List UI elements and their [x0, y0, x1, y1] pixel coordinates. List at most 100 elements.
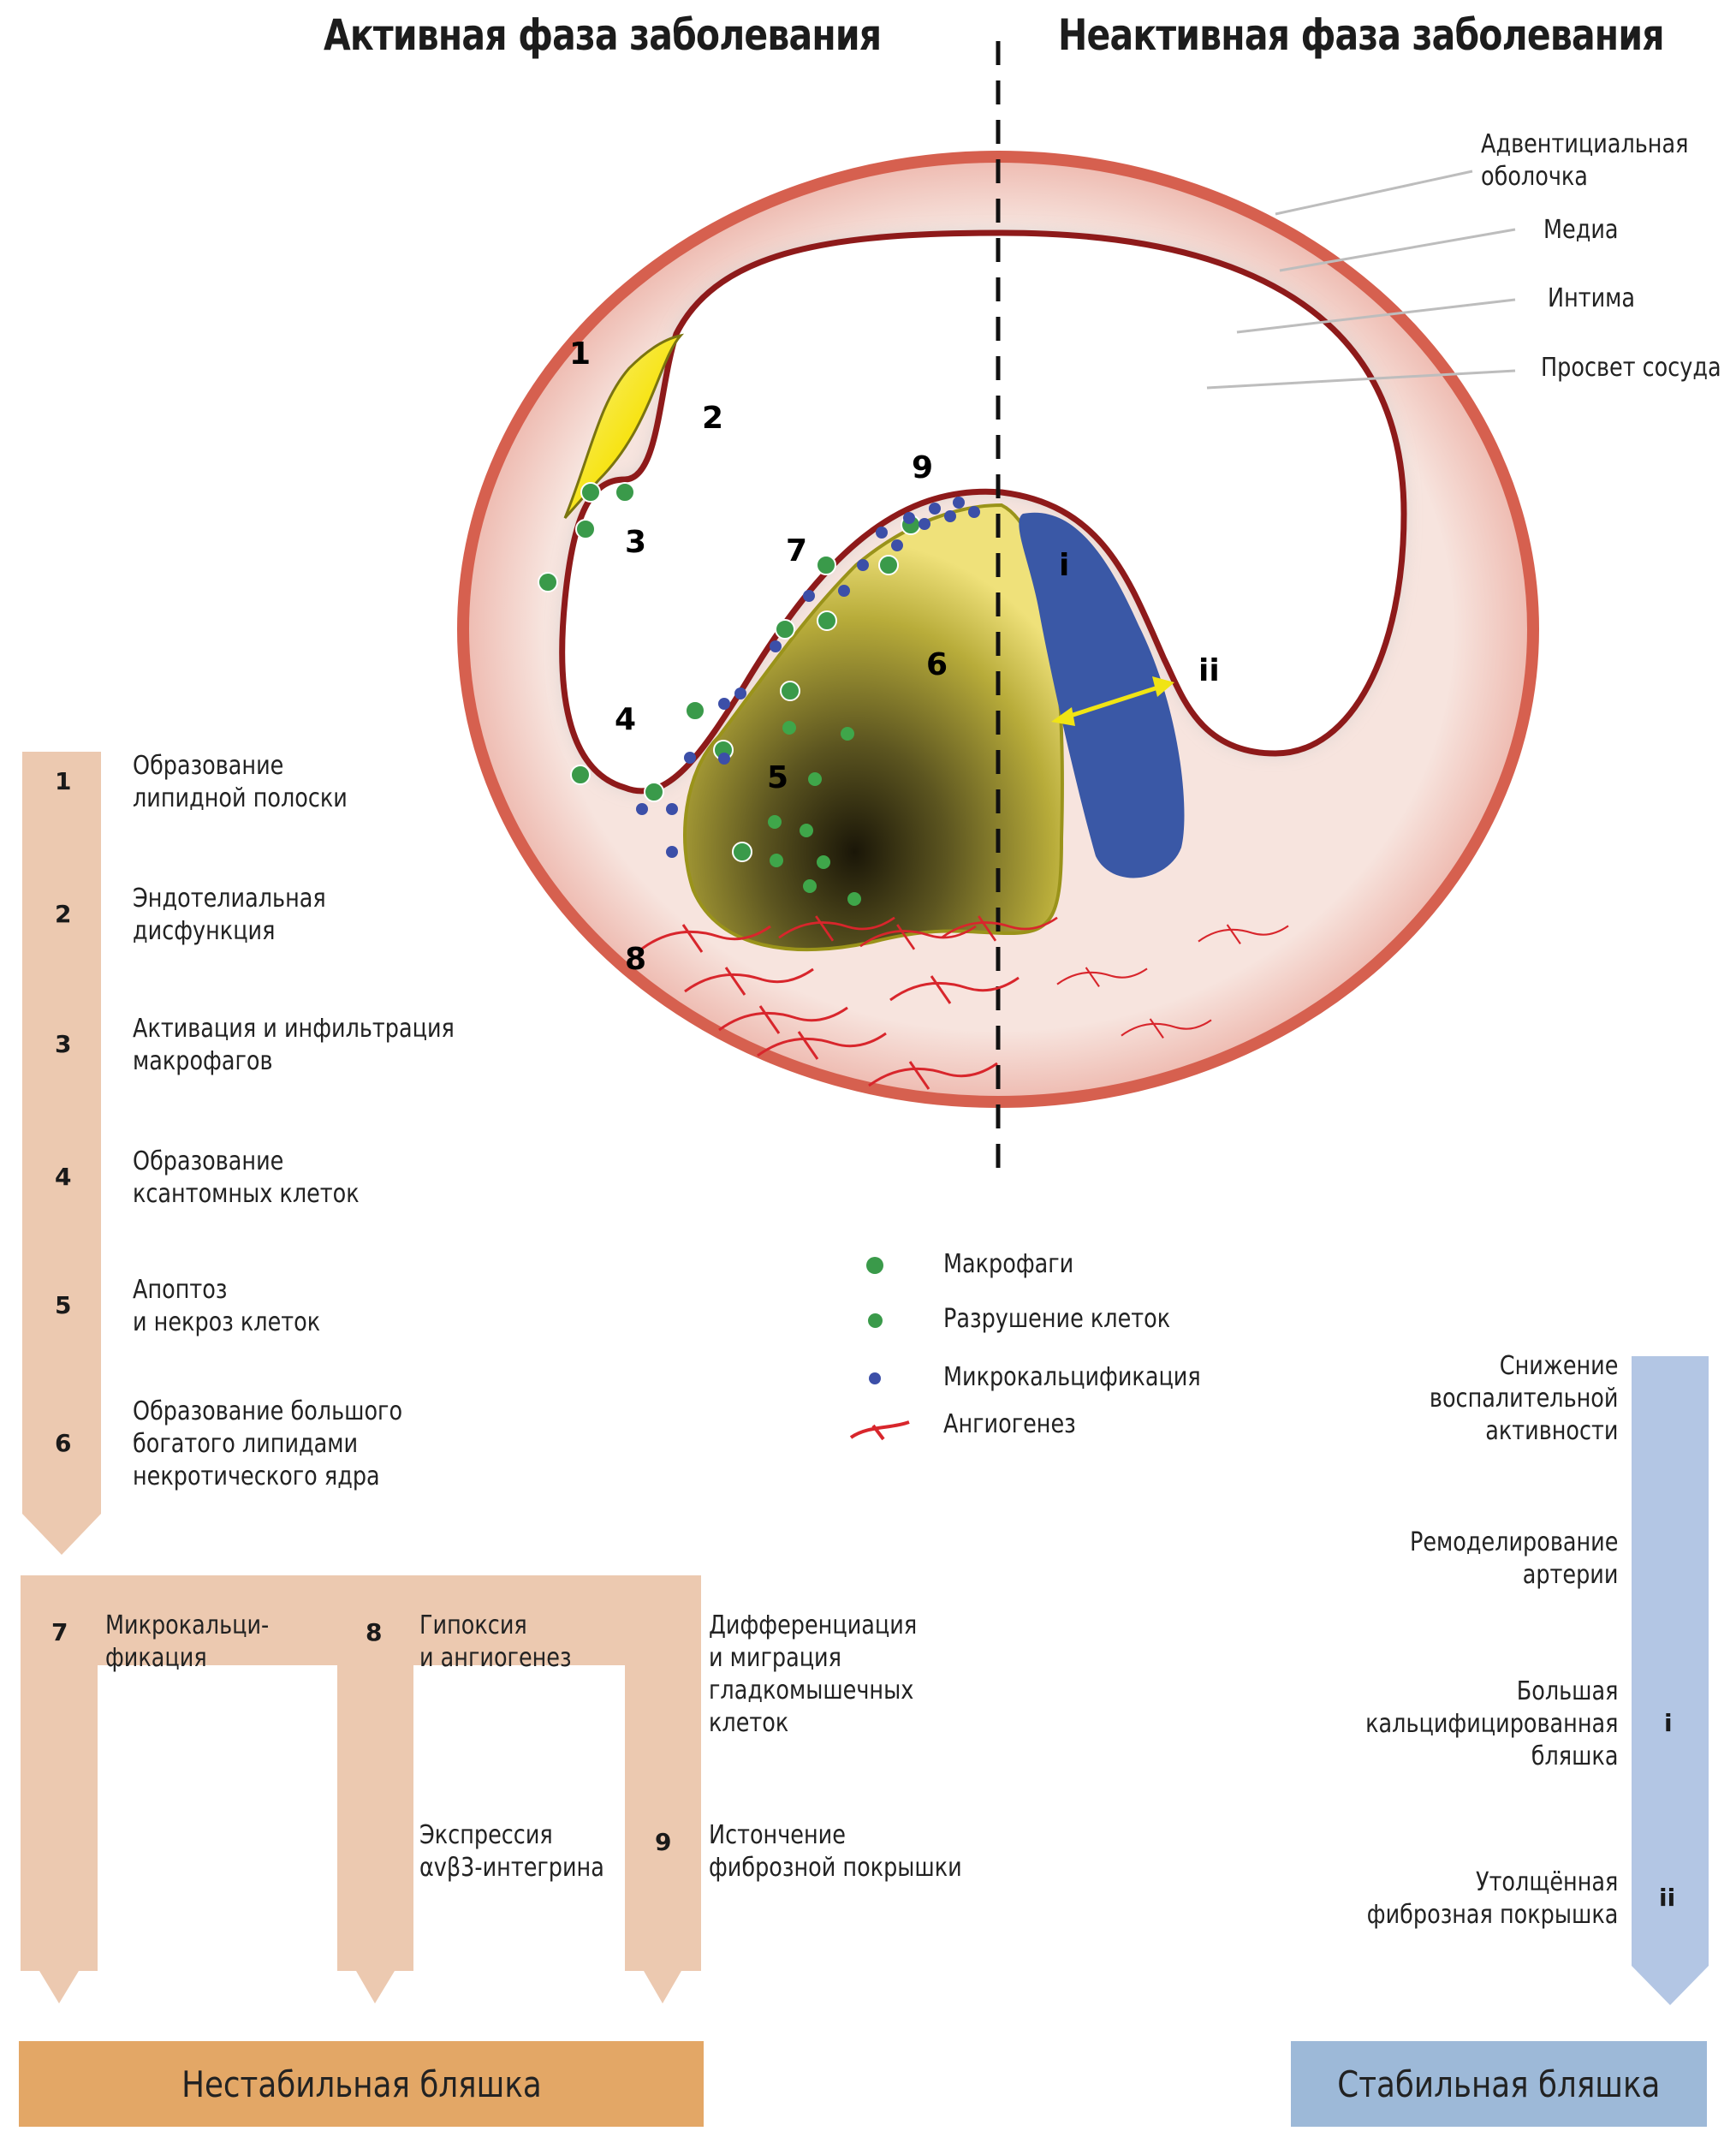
microcalcification-dot: [919, 518, 930, 530]
legend-label: Микрокальцификация: [943, 1362, 1201, 1392]
microcalcification-dot: [929, 503, 941, 515]
stable-plaque-box: Стабильная бляшка: [1291, 2041, 1707, 2127]
inactive-step-line: артерии: [1522, 1560, 1618, 1590]
macrophage-cell: [615, 482, 635, 503]
branch-label-line: Гипоксия: [419, 1610, 527, 1640]
microcalcification-dot: [666, 846, 678, 858]
unstable-plaque-label: Нестабильная бляшка: [181, 2063, 542, 2105]
branch-number: 8: [366, 1618, 383, 1646]
pointer-adventitia: [1275, 170, 1473, 216]
macrophage-cell: [575, 519, 596, 539]
angiogenesis-vessel: [1056, 967, 1148, 987]
microcalcification-dot: [718, 753, 730, 765]
branch-label-line: и миграция: [709, 1643, 841, 1673]
angiogenesis-vessel: [778, 915, 895, 942]
marker-i: i: [1059, 548, 1069, 583]
cells-layer: [538, 482, 980, 906]
fibrous-cap-thickness-arrow: [1059, 682, 1167, 722]
step-label-line: Образование: [133, 751, 284, 781]
microcalcification-icon: [869, 1372, 881, 1384]
macrophage-cell: [878, 555, 899, 575]
legend-label: Разрушение клеток: [943, 1304, 1171, 1334]
marker-4: 4: [615, 702, 636, 737]
branch-number: 7: [51, 1618, 68, 1646]
microcalcification-dot: [684, 752, 696, 764]
inactive-step-line: Снижение: [1499, 1351, 1618, 1381]
inactive-step-line: бляшка: [1531, 1741, 1618, 1771]
macrophage-cell: [780, 681, 800, 701]
legend-label: Макрофаги: [943, 1249, 1074, 1279]
step-number: 3: [55, 1030, 72, 1058]
microcalcification-dot: [891, 539, 903, 551]
macrophage-cell: [816, 555, 836, 575]
marker-ii: ii: [1198, 653, 1220, 688]
branch-label-line: клеток: [709, 1708, 789, 1738]
angiogenesis-icon: [849, 1420, 910, 1441]
microcalcification-dot: [734, 688, 746, 699]
macrophage-cell: [685, 700, 705, 721]
label-intima: Интима: [1548, 283, 1636, 313]
calcified-plaque: [1019, 512, 1185, 878]
angiogenesis-vessel: [889, 975, 1020, 1004]
microcalcification-dot: [944, 510, 956, 522]
microcalcification-dot: [803, 590, 815, 602]
angiogenesis-vessel: [941, 915, 1058, 942]
cell-destruction-dot: [808, 772, 822, 786]
macrophage-cell: [732, 842, 752, 862]
cell-destruction-dot: [847, 892, 861, 906]
marker-3: 3: [625, 525, 646, 560]
step-number: 5: [55, 1291, 72, 1319]
angiogenesis-layer: [641, 915, 1289, 1090]
cell-destruction-dot: [782, 721, 796, 735]
label-lumen: Просвет сосуда: [1541, 353, 1721, 383]
step-label-line: Образование большого: [133, 1396, 403, 1426]
branch-label: Микрокальци-фикация: [105, 1610, 269, 1675]
step-number: 4: [55, 1163, 72, 1191]
microcalcification-dot: [953, 497, 965, 509]
cell-destruction-dot: [803, 879, 817, 893]
inactive-step-line: Большая: [1516, 1676, 1618, 1706]
inactive-step-line: кальцифицированная: [1364, 1709, 1618, 1739]
marker-1: 1: [569, 336, 591, 372]
macrophage-cell: [644, 782, 664, 802]
macrophage-cell: [538, 572, 558, 592]
pointer-media: [1279, 228, 1516, 272]
step-number: 2: [55, 900, 72, 928]
pointer-lumen: [1206, 369, 1516, 390]
step-label-line: богатого липидами: [133, 1429, 359, 1459]
inactive-step-line: фиброзная покрышка: [1366, 1900, 1618, 1930]
angiogenesis-vessel: [757, 1031, 887, 1060]
step-label-line: дисфункция: [133, 916, 276, 946]
angiogenesis-vessel: [1121, 1018, 1212, 1039]
inactive-step-line: Ремоделирование: [1409, 1527, 1618, 1557]
step-label-line: Апоптоз: [133, 1275, 228, 1305]
branch-label-line: Дифференциация: [709, 1610, 918, 1640]
microcalcification-dot: [857, 559, 869, 571]
cell-destruction-dot: [800, 824, 813, 837]
branch-extra-line: αvβ3-интегрина: [419, 1853, 604, 1883]
branch-label-line: Микрокальци-: [105, 1610, 270, 1640]
branch-label-line: фикация: [105, 1643, 207, 1673]
microcalcification-dot: [838, 585, 850, 597]
macrophage-cell: [570, 765, 591, 785]
intima-lumen-boundary: [559, 229, 1407, 795]
step-label-line: Эндотелиальная: [133, 884, 326, 914]
marker-6: 6: [926, 647, 948, 682]
macrophage-cell: [580, 482, 601, 503]
microcalcification-dot: [876, 527, 888, 539]
step-label-line: и некроз клеток: [133, 1307, 321, 1337]
heading-inactive-phase: Неактивная фаза заболевания: [1058, 10, 1665, 60]
step-label-line: ксантомных клеток: [133, 1179, 360, 1209]
cell-destruction-dot: [770, 854, 783, 867]
angiogenesis-vessel: [718, 1005, 848, 1034]
macrophage-cell: [817, 610, 837, 631]
